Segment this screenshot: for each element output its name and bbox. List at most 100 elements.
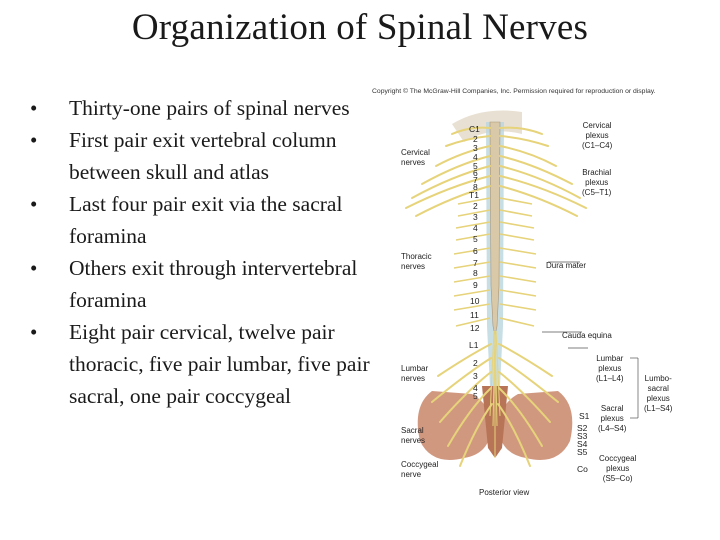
- bullet-icon: •: [30, 96, 38, 120]
- segment-s5: S5: [577, 447, 588, 457]
- label-lumbar-nerves: Lumbar nerves: [401, 364, 428, 384]
- segment-s2: S2: [577, 423, 588, 433]
- label-coccygeal-nerve: Coccygeal nerve: [401, 460, 438, 480]
- label-line: Sacral: [600, 404, 624, 413]
- segment-c6: 6: [473, 168, 478, 178]
- bullet-text: Last four pair exit via the sacral foram…: [69, 192, 343, 248]
- segment-t4: 4: [473, 223, 478, 233]
- label-line: Lumbo-: [644, 374, 672, 383]
- thoracic-nerves: [453, 197, 537, 327]
- segment-l3: 3: [473, 371, 478, 381]
- label-line: Coccygeal: [401, 460, 439, 469]
- segment-c8: 8: [473, 182, 478, 192]
- label-line: Cervical: [582, 121, 612, 130]
- label-line: plexus: [600, 414, 624, 423]
- label-line: (L4–S4): [598, 424, 627, 433]
- cauda-equina-fibers: [489, 330, 501, 458]
- segment-t12: 12: [470, 323, 480, 333]
- label-cauda-equina: Cauda equina: [562, 331, 612, 340]
- label-lumbosacral-plexus: Lumbo- sacral plexus (L1–S4): [644, 374, 672, 414]
- bullet-text: Eight pair cervical, twelve pair thoraci…: [69, 320, 370, 408]
- label-line: nerves: [401, 158, 426, 167]
- label-line: nerves: [401, 374, 426, 383]
- label-line: (C5–T1): [582, 188, 612, 197]
- label-dura-mater: Dura mater: [546, 261, 587, 270]
- label-brachial-plexus: Brachial plexus (C5–T1): [582, 168, 611, 198]
- segment-t3: 3: [473, 212, 478, 222]
- label-line: Lumbar: [596, 354, 624, 363]
- segment-t8: 8: [473, 268, 478, 278]
- label-cervical-nerves: Cervical nerves: [401, 148, 430, 168]
- bullet-item: • Thirty-one pairs of spinal nerves: [30, 92, 375, 124]
- segment-t11: 11: [470, 310, 479, 320]
- bullet-item: • Eight pair cervical, twelve pair thorac…: [30, 316, 375, 412]
- segment-s1: S1: [579, 411, 590, 421]
- bullet-text: First pair exit vertebral column between…: [69, 128, 337, 184]
- label-lumbar-plexus: Lumbar plexus (L1–L4): [596, 354, 624, 384]
- label-thoracic-nerves: Thoracic nerves: [401, 252, 432, 272]
- bullet-list: • Thirty-one pairs of spinal nerves • Firs…: [30, 92, 375, 412]
- label-line: sacral: [647, 384, 669, 393]
- leader-lines: [542, 261, 639, 419]
- label-line: plexus: [598, 364, 622, 373]
- segment-t1: T1: [469, 190, 479, 200]
- copyright-notice: Copyright © The McGraw-Hill Companies, I…: [372, 88, 656, 95]
- bullet-icon: •: [30, 256, 38, 280]
- bullet-item: • Others exit through intervertebral fora…: [30, 252, 375, 316]
- label-line: Brachial: [582, 168, 612, 177]
- label-line: Lumbar: [401, 364, 429, 373]
- segment-t7: 7: [473, 258, 478, 268]
- spinal-nerves-figure: Copyright © The McGraw-Hill Companies, I…: [372, 86, 717, 501]
- bullet-item: • First pair exit vertebral column betwee…: [30, 124, 375, 188]
- right-ilium: [498, 391, 573, 460]
- segment-co: Co: [577, 464, 588, 474]
- bullet-item: • Last four pair exit via the sacral fora…: [30, 188, 375, 252]
- spinal-cord-illustration: [405, 110, 639, 467]
- left-ilium: [417, 391, 492, 460]
- segment-c4: 4: [473, 152, 478, 162]
- label-line: nerves: [401, 262, 426, 271]
- segment-c1: C1: [469, 124, 480, 134]
- segment-l4: 4: [473, 383, 478, 393]
- figure-caption: Posterior view: [479, 488, 530, 497]
- label-line: (L1–S4): [644, 404, 673, 413]
- label-line: (L1–L4): [596, 374, 624, 383]
- segment-t6: 6: [473, 246, 478, 256]
- label-cervical-plexus: Cervical plexus (C1–C4): [582, 121, 612, 151]
- segment-t2: 2: [473, 201, 478, 211]
- label-line: plexus: [646, 394, 670, 403]
- segment-l1: L1: [469, 340, 479, 350]
- label-line: plexus: [606, 464, 630, 473]
- segment-t10: 10: [470, 296, 480, 306]
- bullet-text: Others exit through intervertebral foram…: [69, 256, 358, 312]
- label-line: Coccygeal: [599, 454, 637, 463]
- label-sacral-plexus: Sacral plexus (L4–S4): [598, 404, 626, 434]
- label-line: Cervical: [401, 148, 430, 157]
- bullet-icon: •: [30, 192, 38, 216]
- label-line: plexus: [585, 131, 609, 140]
- bullet-icon: •: [30, 128, 38, 152]
- label-line: nerves: [401, 436, 426, 445]
- label-line: (C1–C4): [582, 141, 613, 150]
- segment-c7: 7: [473, 175, 478, 185]
- label-line: nerve: [401, 470, 422, 479]
- segment-c2: 2: [473, 134, 478, 144]
- label-line: Thoracic: [401, 252, 432, 261]
- bullet-text: Thirty-one pairs of spinal nerves: [69, 96, 350, 120]
- bullet-icon: •: [30, 320, 38, 344]
- segment-t5: 5: [473, 234, 478, 244]
- label-coccygeal-plexus: Coccygeal plexus (S5–Co): [599, 454, 636, 484]
- slide-title: Organization of Spinal Nerves: [131, 7, 589, 48]
- segment-s3: S3: [577, 431, 588, 441]
- segment-c5: 5: [473, 161, 478, 171]
- label-line: (S5–Co): [602, 474, 633, 483]
- segment-t9: 9: [473, 280, 478, 290]
- segment-l5: 5: [473, 391, 478, 401]
- lower-nerves: [431, 343, 559, 467]
- label-line: plexus: [585, 178, 609, 187]
- upper-nerves: [405, 126, 587, 217]
- label-line: Sacral: [401, 426, 424, 435]
- label-sacral-nerves: Sacral nerves: [401, 426, 425, 446]
- segment-l2: 2: [473, 358, 478, 368]
- segment-s4: S4: [577, 439, 588, 449]
